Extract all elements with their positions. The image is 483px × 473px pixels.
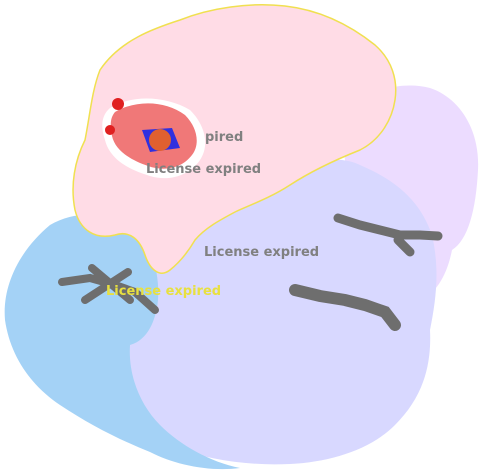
chain-pink-surface: [72, 4, 397, 274]
ligand-right-bottom-stick: [289, 284, 401, 331]
label-lavender: License expired: [204, 245, 319, 260]
ligand-left-stick: [58, 264, 159, 314]
label-blue: License expired: [106, 284, 221, 299]
metal-center: [149, 129, 171, 151]
heme-group: [102, 98, 206, 179]
label-pink: License expired: [146, 162, 261, 177]
oxygen-atom-2: [105, 125, 115, 135]
oxygen-atom-1: [112, 98, 124, 110]
label-pink-partial: pired: [205, 130, 243, 145]
ligand-left: [58, 264, 159, 314]
ligand-right-top: [333, 213, 443, 257]
ligand-right-bottom: [289, 284, 401, 331]
ligand-right-top-stick: [333, 213, 443, 257]
